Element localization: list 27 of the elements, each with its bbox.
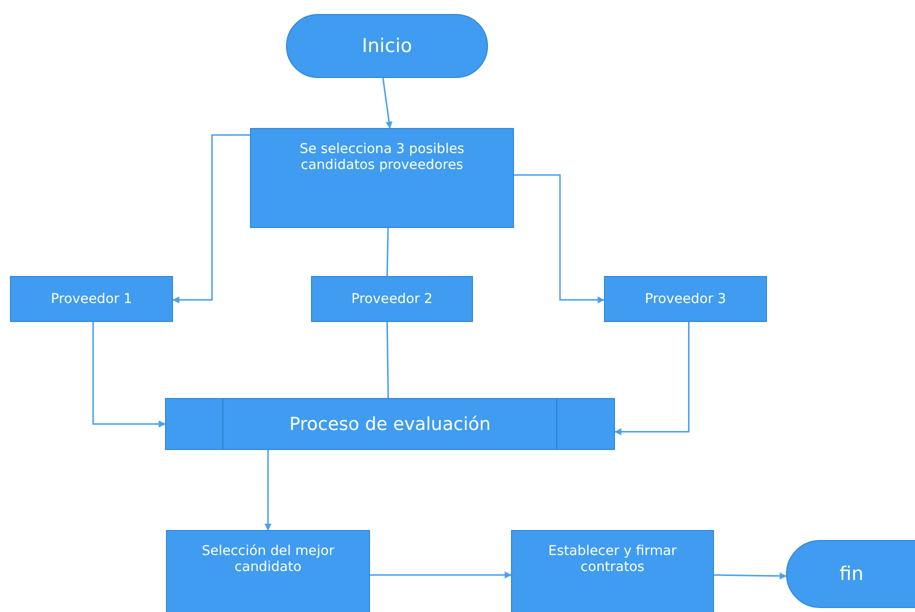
arrow [172,134,250,304]
node-label: fin [839,563,864,585]
node-label: Proceso de evaluación [289,414,491,434]
predefined-process-box [165,398,615,450]
node-label: Selección del mejor candidato [200,543,336,575]
node-label: Inicio [362,35,412,57]
connector-line [386,322,389,398]
terminal-pill [786,540,915,608]
node-label: Proveedor 2 [350,291,434,307]
process-box [311,276,473,322]
arrow [614,322,690,436]
connector-line [386,228,389,276]
process-box [10,276,173,322]
arrow [514,174,605,304]
arrow [714,572,787,580]
arrow [92,322,166,428]
arrow [370,572,512,578]
process-box [604,276,767,322]
arrow [264,450,272,531]
node-label: Proveedor 3 [644,291,728,307]
process-box [250,128,514,228]
node-label: Establecer y firmar contratos [547,543,678,575]
node-label: Se selecciona 3 posibles candidatos proveedores [298,141,466,173]
process-box [166,530,370,612]
node-label: Proveedor 1 [50,291,134,307]
arrow [382,78,393,129]
process-box [511,530,714,612]
